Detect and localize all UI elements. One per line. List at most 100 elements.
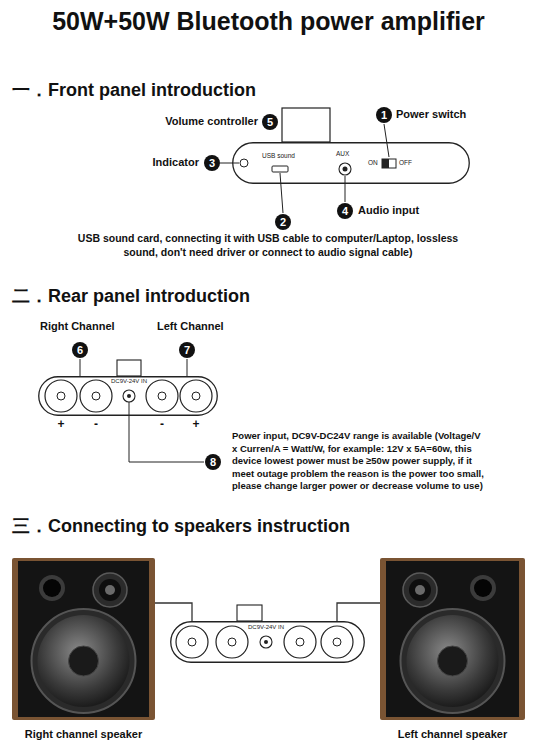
front-panel-shape [232, 142, 470, 184]
dc-jack-pin [264, 640, 268, 644]
speaker-shape [12, 558, 155, 744]
bass-port [470, 575, 496, 601]
woofer-cone [407, 615, 499, 707]
note-text: Power input, DC9V-DC24V range is availab… [232, 430, 487, 493]
speaker-name: Right channel speaker [25, 728, 142, 741]
terminal-post [228, 638, 236, 646]
bass-port [474, 579, 492, 597]
tweeter [93, 573, 127, 607]
dc-jack-pin [127, 394, 131, 398]
section-heading: 一．Front panel introduction [12, 80, 256, 102]
tweeter [409, 579, 431, 601]
panel-marking: OFF [399, 159, 412, 167]
panel-marking: DC9V-24V IN [111, 378, 147, 385]
part-name: Audio input [358, 204, 419, 217]
section-heading: 二．Rear panel introduction [12, 286, 250, 308]
terminal-post [296, 638, 304, 646]
section-heading: 三．Connecting to speakers instruction [12, 516, 350, 538]
terminal-knob [176, 626, 208, 658]
panel-marking: ON [368, 159, 378, 167]
panel-outline [171, 622, 365, 663]
speaker-cabinet [380, 558, 525, 720]
channel-name: Right Channel [40, 320, 115, 333]
dust-cap [69, 646, 99, 676]
callout-number: 3 [204, 155, 220, 171]
callout-number: 6 [72, 342, 88, 358]
speaker-wire [337, 603, 380, 621]
dc-jack [123, 390, 135, 402]
terminal-post [92, 392, 100, 400]
woofer [401, 609, 505, 713]
woofer-cone [38, 615, 130, 707]
rear-panel: DC9V-24V IN [38, 376, 218, 416]
panel-marking: AUX [336, 150, 349, 158]
terminal-post [333, 638, 341, 646]
panel-marking: DC9V-24V IN [248, 624, 284, 631]
panel-outline [39, 377, 218, 416]
callout-number: 5 [262, 114, 278, 130]
amplifier-panel: DC9V-24V IN [170, 621, 365, 663]
indicator-led [240, 159, 248, 167]
polarity-sign: - [160, 417, 164, 431]
polarity-sign: + [57, 417, 64, 431]
page-title: 50W+50W Bluetooth power amplifier [0, 6, 537, 36]
terminal-knob [216, 626, 248, 658]
woofer [32, 609, 136, 713]
speaker: Right channel speaker [12, 558, 155, 744]
callout-number: 7 [179, 342, 195, 358]
terminal-post [192, 392, 200, 400]
power-switch-lever [382, 159, 389, 168]
callout-number: 2 [275, 214, 291, 230]
note-text: USB sound card, connecting it with USB c… [68, 231, 468, 259]
terminal-knob [45, 380, 77, 412]
leader-line [187, 359, 188, 376]
speaker-shape [380, 558, 525, 744]
bass-port [39, 575, 65, 601]
leader-line [220, 163, 239, 164]
panel-marking: USB sound [262, 152, 295, 160]
part-name: Power switch [396, 108, 466, 121]
callout-number: 1 [376, 107, 392, 123]
speaker-cabinet [12, 558, 155, 720]
speaker: Left channel speaker [380, 558, 525, 744]
leader-line [280, 173, 283, 213]
speaker-wire [155, 603, 192, 621]
speaker-front [386, 561, 519, 717]
part-name: Indicator [153, 156, 199, 169]
front-panel: USB sound AUX ON OFF [232, 142, 470, 184]
speaker-name: Left channel speaker [398, 728, 507, 741]
leader-line [80, 359, 81, 376]
terminal-post [188, 638, 196, 646]
channel-name: Left Channel [157, 320, 224, 333]
dc-jack [260, 636, 272, 648]
polarity-sign: + [192, 417, 199, 431]
polarity-sign: - [94, 417, 98, 431]
aux-jack-hole [343, 167, 348, 172]
terminal-knob [321, 626, 353, 658]
volume-knob-box [282, 108, 330, 142]
leader-line [345, 176, 346, 202]
terminal-knob [80, 380, 112, 412]
terminal-knob [284, 626, 316, 658]
terminal-knob [180, 380, 212, 412]
terminal-post [158, 392, 166, 400]
board-module [117, 360, 141, 376]
part-name: Volume controller [165, 115, 258, 128]
tweeter [403, 573, 437, 607]
panel-outline [233, 143, 470, 184]
terminal-knob [146, 380, 178, 412]
aux-jack [339, 163, 351, 175]
dust-cap [438, 646, 468, 676]
callout-number: 4 [337, 203, 353, 219]
tweeter-dome [105, 585, 115, 595]
power-switch [382, 159, 396, 168]
terminal-post [57, 392, 65, 400]
tweeter-dome [415, 585, 425, 595]
speaker-front [18, 561, 149, 717]
tweeter [99, 579, 121, 601]
callout-number: 8 [205, 454, 221, 470]
usb-port [272, 166, 288, 172]
bass-port [43, 579, 61, 597]
board-module [237, 605, 262, 621]
